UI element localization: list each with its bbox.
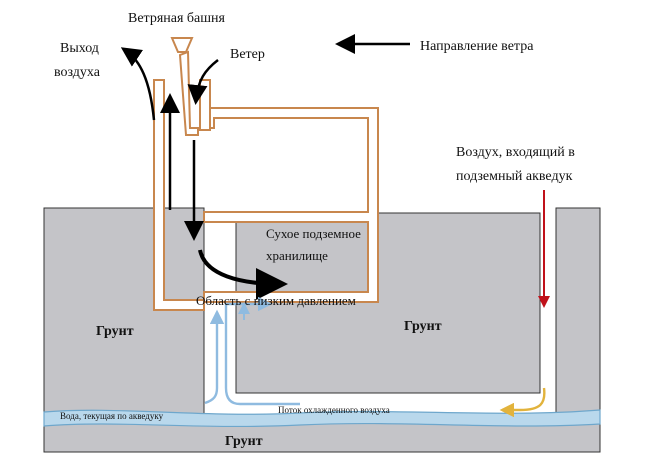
label-wind-direction: Направление ветра	[420, 39, 534, 54]
arrow-air-exit	[120, 47, 156, 121]
tower-right-wing	[199, 79, 211, 131]
dry-storage-wall	[203, 107, 379, 303]
label-air-entering-line1: Воздух, входящий в	[456, 145, 575, 160]
label-air-exit-line1: Выход	[60, 41, 99, 56]
arrow-air-to-aqueduct	[499, 387, 546, 418]
arrow-into-storage	[198, 249, 288, 300]
ground-right-block	[555, 207, 601, 421]
tower-inner-shaft	[178, 50, 199, 136]
label-ground-right: Грунт	[404, 319, 442, 334]
label-dry-storage-line1: Сухое подземное	[266, 226, 361, 241]
label-ground-left: Грунт	[96, 324, 134, 339]
arrow-wind-in	[187, 59, 219, 105]
label-ground-bottom: Грунт	[225, 434, 263, 449]
wind-catcher-funnel	[170, 37, 194, 53]
label-air-exit-line2: воздуха	[54, 65, 101, 80]
arrow-cooled-air-flow	[224, 296, 300, 406]
ground-left-block	[43, 207, 205, 423]
label-low-pressure: Область с низким давлением	[196, 293, 356, 308]
label-wind: Ветер	[230, 47, 265, 62]
water-aqueduct	[43, 409, 601, 428]
label-dry-storage-line2: хранилище	[266, 248, 328, 263]
label-wind-tower: Ветряная башня	[128, 11, 226, 26]
label-water-flow: Вода, текущая по акведуку	[60, 411, 164, 421]
label-air-entering-line2: подземный акведук	[456, 169, 573, 184]
label-cooled-air: Поток охлажденного воздуха	[278, 405, 390, 415]
arrow-cooled-air-left	[204, 309, 225, 405]
